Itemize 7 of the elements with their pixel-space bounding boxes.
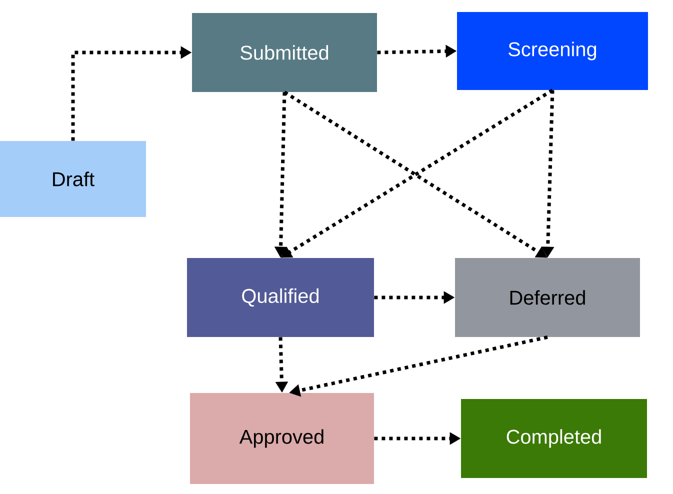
state-box: Approved (190, 393, 374, 484)
state-box: Submitted (192, 13, 377, 92)
state-box: Deferred (455, 258, 640, 337)
state-box: Draft (0, 141, 146, 217)
state-box: Qualified (187, 258, 374, 337)
state-box: Completed (461, 399, 647, 478)
state-box: Screening (457, 12, 648, 90)
